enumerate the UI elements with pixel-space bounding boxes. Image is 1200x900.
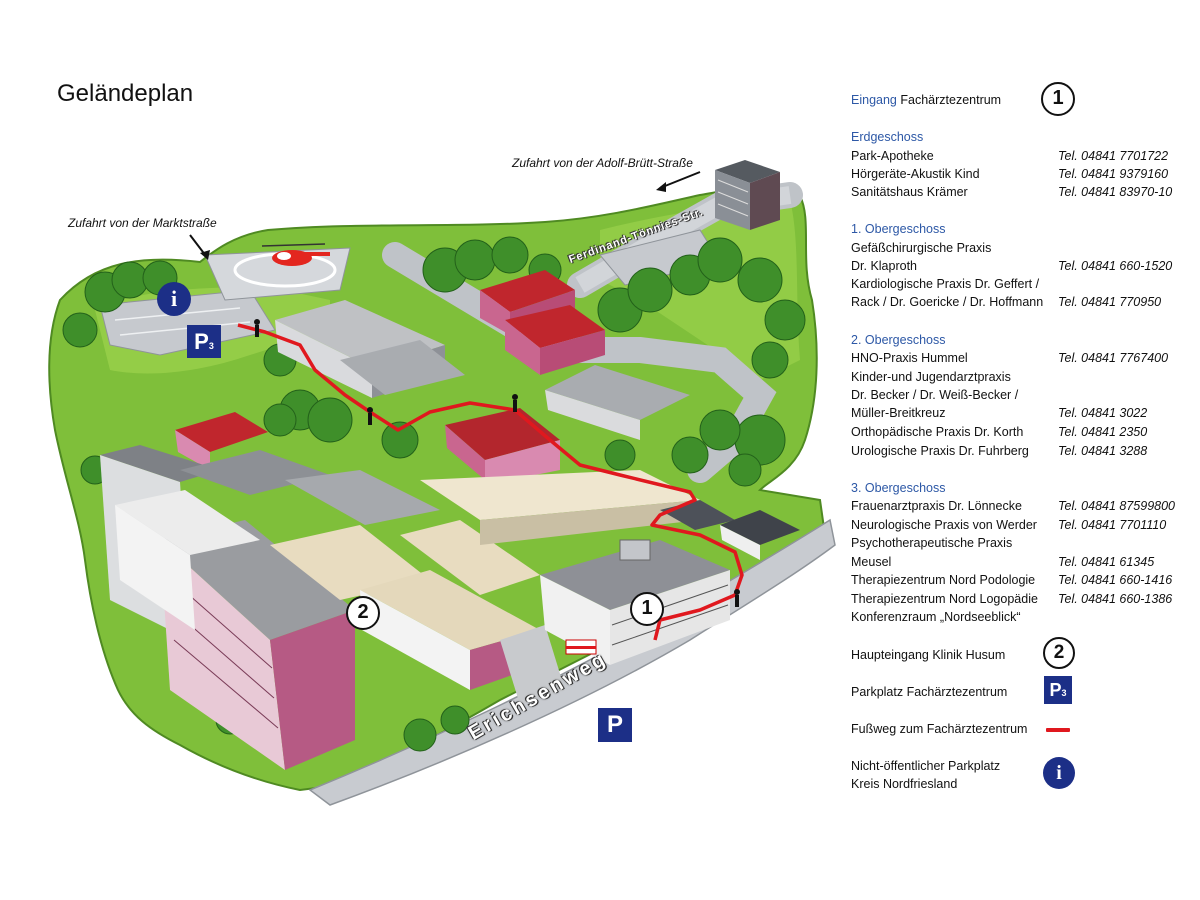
floor-og2-entry: Orthopädische Praxis Dr. Korth xyxy=(851,425,1024,439)
floor-og3-tel: Tel. 04841 7701110 xyxy=(1058,518,1167,532)
trees xyxy=(62,236,806,752)
marker-entrance-1[interactable]: 1 xyxy=(630,592,664,626)
floor-og1-tel: Tel. 04841 770950 xyxy=(1058,295,1162,309)
legend-footpath-label: Fußweg zum Fachärztezentrum xyxy=(851,722,1028,736)
floor-eg-entry: Hörgeräte-Akustik Kind xyxy=(851,167,980,181)
legend-entrance-symbol: 1 xyxy=(1041,82,1075,116)
floor-og1-tel: Tel. 04841 660-1520 xyxy=(1058,259,1173,273)
floor-og3-entry: Psychotherapeutische Praxis xyxy=(851,536,1013,550)
tower-building xyxy=(715,160,780,230)
legend-main-entrance-label: Haupteingang Klinik Husum xyxy=(851,648,1006,662)
red-roof-buildings xyxy=(175,270,605,485)
marker-parking-p3[interactable]: P3 xyxy=(187,325,221,358)
p3-letter: P xyxy=(194,329,209,354)
legend-parking-label: Parkplatz Fachärztezentrum xyxy=(851,685,1008,699)
legend-parking-symbol: P3 xyxy=(1044,676,1072,704)
floor-og3-entry: Therapiezentrum Nord Podologie xyxy=(851,573,1036,587)
floor-og2-entry: HNO-Praxis Hummel xyxy=(851,351,968,365)
floor-og2-tel: Tel. 04841 3288 xyxy=(1058,444,1148,458)
floor-og3-entry: Konferenzraum „Nordseeblick“ xyxy=(851,610,1021,624)
floor-og3-tel: Tel. 04841 660-1386 xyxy=(1058,592,1173,606)
floor-og2-tel: Tel. 04841 7767400 xyxy=(1058,351,1169,365)
floor-eg-entry: Sanitätshaus Krämer xyxy=(851,185,968,199)
floor-og2-entry: Kinder-und Jugendarztpraxis xyxy=(851,370,1011,384)
site-map: Zufahrt von der Adolf-Brütt-Straße Zufah… xyxy=(48,156,836,806)
floor-og3-entry: Meusel xyxy=(851,555,892,569)
p3-sub: 3 xyxy=(208,341,214,351)
floor-og3-entry: Neurologische Praxis von Werder xyxy=(851,518,1037,532)
north-clinic-wing xyxy=(275,300,690,440)
legend-private-parking-label: Nicht-öffentlicher Parkplatz xyxy=(851,759,1001,773)
floor-og2-tel: Tel. 04841 2350 xyxy=(1058,425,1148,439)
floor-eg-tel: Tel. 04841 83970-10 xyxy=(1058,185,1173,199)
walker-icons xyxy=(254,319,740,607)
floor-heading-og2: 2. Obergeschoss xyxy=(851,333,946,347)
floor-og3-tel: Tel. 04841 660-1416 xyxy=(1058,573,1173,587)
floor-og2-tel: Tel. 04841 3022 xyxy=(1058,406,1148,420)
helicopter-icon xyxy=(261,243,330,266)
legend-private-parking-label2: Kreis Nordfriesland xyxy=(851,777,958,791)
floor-eg-entry: Park-Apotheke xyxy=(851,149,934,163)
label-access-markt: Zufahrt von der Marktstraße xyxy=(68,216,217,230)
legend-parking-sub: 3 xyxy=(1061,688,1067,698)
legend-info-symbol: i xyxy=(1043,757,1075,789)
ambulance-icon xyxy=(565,639,597,655)
footpath-route xyxy=(237,323,744,641)
floor-og1-entry: Gefäßchirurgische Praxis xyxy=(851,241,992,255)
floor-og1-entry: Rack / Dr. Goericke / Dr. Hoffmann xyxy=(851,295,1044,309)
floor-og1-entry: Kardiologische Praxis Dr. Geffert / xyxy=(851,277,1040,291)
floor-eg-tel: Tel. 04841 7701722 xyxy=(1058,149,1169,163)
label-access-adolf: Zufahrt von der Adolf-Brütt-Straße xyxy=(512,156,693,170)
legend-main-entrance-symbol: 2 xyxy=(1043,637,1075,669)
floor-og3-entry: Therapiezentrum Nord Logopädie xyxy=(851,592,1038,606)
marker-entrance-2[interactable]: 2 xyxy=(346,596,380,630)
floor-heading-og1: 1. Obergeschoss xyxy=(851,222,946,236)
marker-parking-p[interactable]: P xyxy=(598,708,632,742)
arrow-adolf xyxy=(659,171,701,189)
floor-heading-og3: 3. Obergeschoss xyxy=(851,481,946,495)
legend-parking-letter: P xyxy=(1049,680,1062,700)
legend-footpath-line xyxy=(1046,728,1070,732)
floor-og1-entry: Dr. Klaproth xyxy=(851,259,918,273)
floor-eg-tel: Tel. 04841 9379160 xyxy=(1058,167,1169,181)
page-title: Geländeplan xyxy=(57,80,194,107)
floor-og2-entry: Dr. Becker / Dr. Weiß-Becker / xyxy=(851,388,1019,402)
marker-info-parking[interactable]: i xyxy=(157,282,191,316)
floor-og3-tel: Tel. 04841 87599800 xyxy=(1058,499,1176,513)
legend-entrance-name: Fachärztezentrum xyxy=(900,93,1002,107)
floor-og3-tel: Tel. 04841 61345 xyxy=(1058,555,1155,569)
floor-og2-entry: Müller-Breitkreuz xyxy=(851,406,946,420)
hospital-complex xyxy=(100,445,700,770)
legend-entrance-prefix: Eingang xyxy=(851,93,897,107)
legend-panel: Eingang Fachärztezentrum 1 Erdgeschoss P… xyxy=(851,0,1196,900)
floor-og3-entry: Frauenarztpraxis Dr. Lönnecke xyxy=(851,499,1022,513)
site-map-illustration xyxy=(48,160,836,806)
floor-og2-entry: Urologische Praxis Dr. Fuhrberg xyxy=(851,444,1029,458)
floor-heading-eg: Erdgeschoss xyxy=(851,130,924,144)
legend-entrance-label: Eingang Fachärztezentrum xyxy=(851,93,1001,107)
